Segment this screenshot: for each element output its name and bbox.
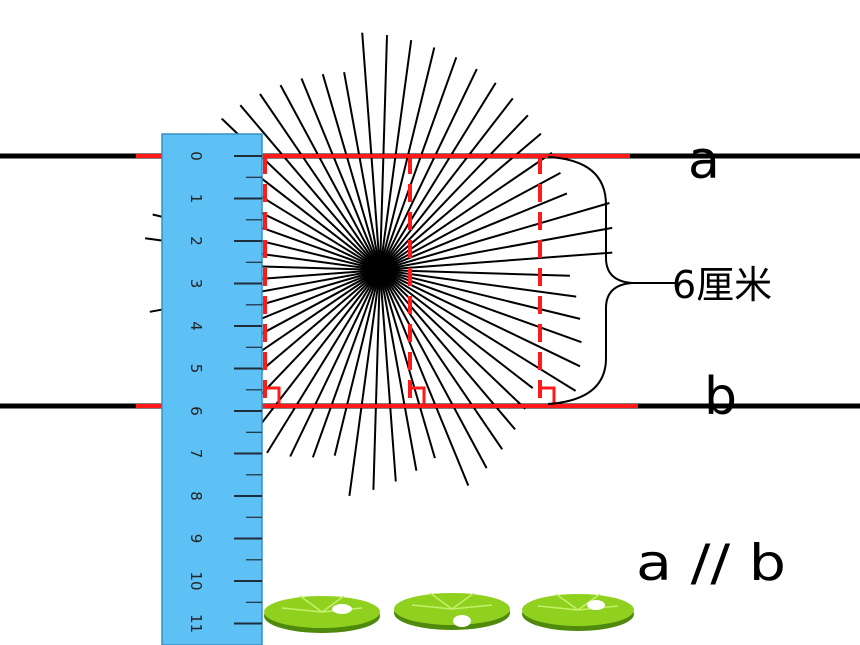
starburst-line (311, 56, 458, 458)
line-a-label: a (688, 131, 720, 191)
right-angle-mark-2 (410, 386, 426, 406)
ruler: 0 1 2 3 4 5 6 7 8 9 10 11 (161, 133, 263, 645)
ruler-tick-label: 2 (187, 236, 205, 246)
line-b-label: b (704, 367, 737, 427)
ruler-tick-label: 9 (187, 534, 205, 544)
ruler-tick-label: 0 (187, 151, 205, 161)
ruler-tick-label: 10 (187, 571, 205, 590)
ruler-tick-label: 11 (187, 614, 205, 633)
ruler-tick-label: 4 (187, 321, 205, 331)
starburst-line (333, 47, 436, 456)
ruler-tick-label: 8 (187, 491, 205, 501)
ruler-tick-labels: 0 1 2 3 4 5 6 7 8 9 10 11 (187, 151, 205, 633)
ruler-tick-label: 7 (187, 449, 205, 459)
lily-pad-2 (394, 592, 510, 630)
ruler-ticks (234, 155, 262, 625)
lily-pad-3 (522, 593, 634, 631)
starburst-line (300, 78, 470, 486)
distance-label: 6厘米 (672, 263, 772, 307)
ruler-tick-label: 3 (187, 279, 205, 289)
right-angle-mark-1 (265, 386, 281, 406)
ruler-tick-label: 1 (187, 194, 205, 204)
ruler-tick-label: 5 (187, 364, 205, 374)
distance-brace (547, 156, 676, 405)
right-angle-mark-3 (540, 386, 556, 406)
parallel-statement: a // b (636, 534, 786, 592)
ruler-tick-label: 6 (187, 406, 205, 416)
lily-pad-1 (264, 595, 380, 633)
ruler-body (161, 133, 263, 645)
